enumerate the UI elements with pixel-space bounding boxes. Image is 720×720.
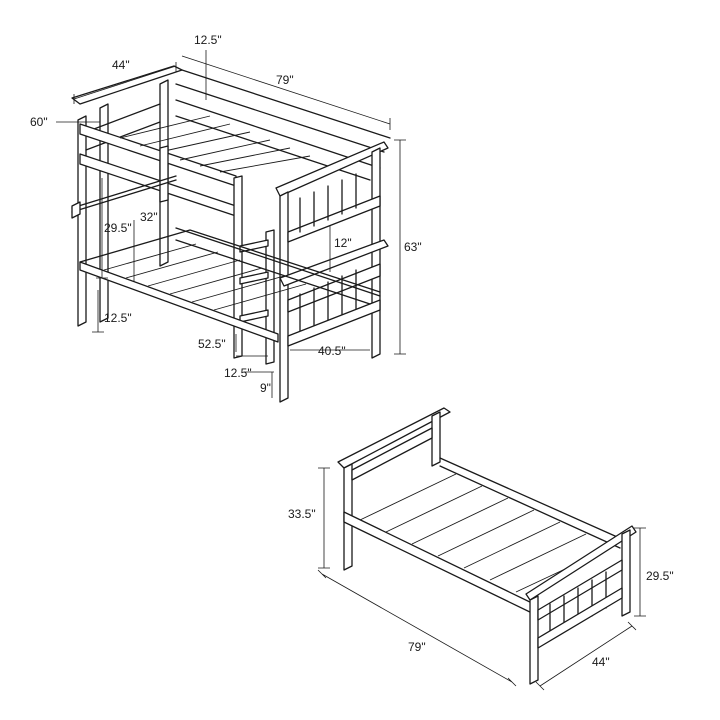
dim-bunk-floor-clearance: 12.5" [104,311,132,325]
dim-bunk-lower-clearance: 32" [140,210,158,224]
dim-bunk-ladder-offset: 12.5" [194,33,222,47]
dim-bunk-middle-gap: 12" [334,236,352,250]
dim-bunk-total-height: 63" [404,240,422,254]
twin-bed-dimension-lines [317,467,646,691]
dim-bunk-top-rail: 60" [30,115,48,129]
dim-twin-width: 44" [592,655,610,669]
bunk-bed-drawing [71,65,391,403]
bunk-bed-dimension-labels: 44" 12.5" 79" 60" 32" 29.5" 12" 63" 12.5… [30,33,422,395]
dim-bunk-width: 44" [112,58,130,72]
dim-twin-length: 79" [408,640,426,654]
dim-bunk-end-rail: 40.5" [318,344,346,358]
dim-bunk-length: 79" [276,73,294,87]
dim-bunk-ladder-width: 12.5" [224,366,252,380]
dim-twin-headboard: 33.5" [288,507,316,521]
dim-twin-footboard: 29.5" [646,569,674,583]
twin-bed-drawing [337,407,637,685]
dim-bunk-ladder-height: 52.5" [198,337,226,351]
dim-bunk-leg: 9" [260,381,271,395]
twin-bed-dimension-labels: 33.5" 29.5" 79" 44" [288,507,674,669]
bunk-bed-dimension-lines [56,50,406,398]
dim-bunk-lower-post: 29.5" [104,221,132,235]
